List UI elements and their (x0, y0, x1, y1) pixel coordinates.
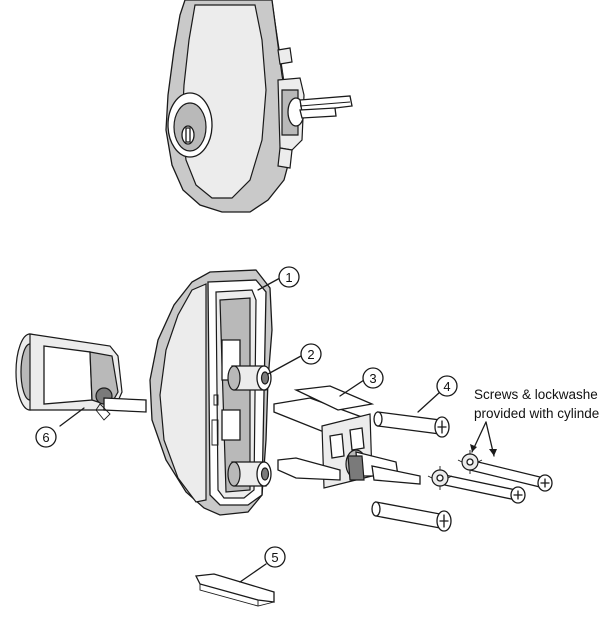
callout-4: 4 (436, 375, 458, 397)
part-4-screws (371, 411, 452, 532)
note-line-1: Screws & lockwashe (474, 387, 598, 402)
svg-text:2: 2 (307, 347, 314, 362)
part-6-rim-cylinder (15, 333, 147, 421)
callout-5: 5 (264, 546, 286, 568)
part-1-handle-housing (149, 269, 273, 516)
callout-3: 3 (362, 367, 384, 389)
callout-6: 6 (35, 426, 57, 448)
svg-text:1: 1 (285, 270, 292, 285)
part-5-tailpiece (195, 573, 275, 607)
svg-text:6: 6 (42, 430, 49, 445)
callout-1: 1 (278, 266, 300, 288)
callout-2: 2 (300, 343, 322, 365)
part-3-cam-bracket (273, 385, 421, 489)
leader-lines (59, 277, 441, 583)
cylinder-screws-lockwashers (427, 421, 553, 504)
note-line-2: provided with cylinde (474, 406, 599, 421)
assembled-handle-view (165, 0, 353, 213)
svg-text:3: 3 (369, 371, 376, 386)
svg-text:4: 4 (443, 379, 450, 394)
part-2-mounting-posts (227, 365, 272, 487)
svg-text:5: 5 (271, 550, 278, 565)
